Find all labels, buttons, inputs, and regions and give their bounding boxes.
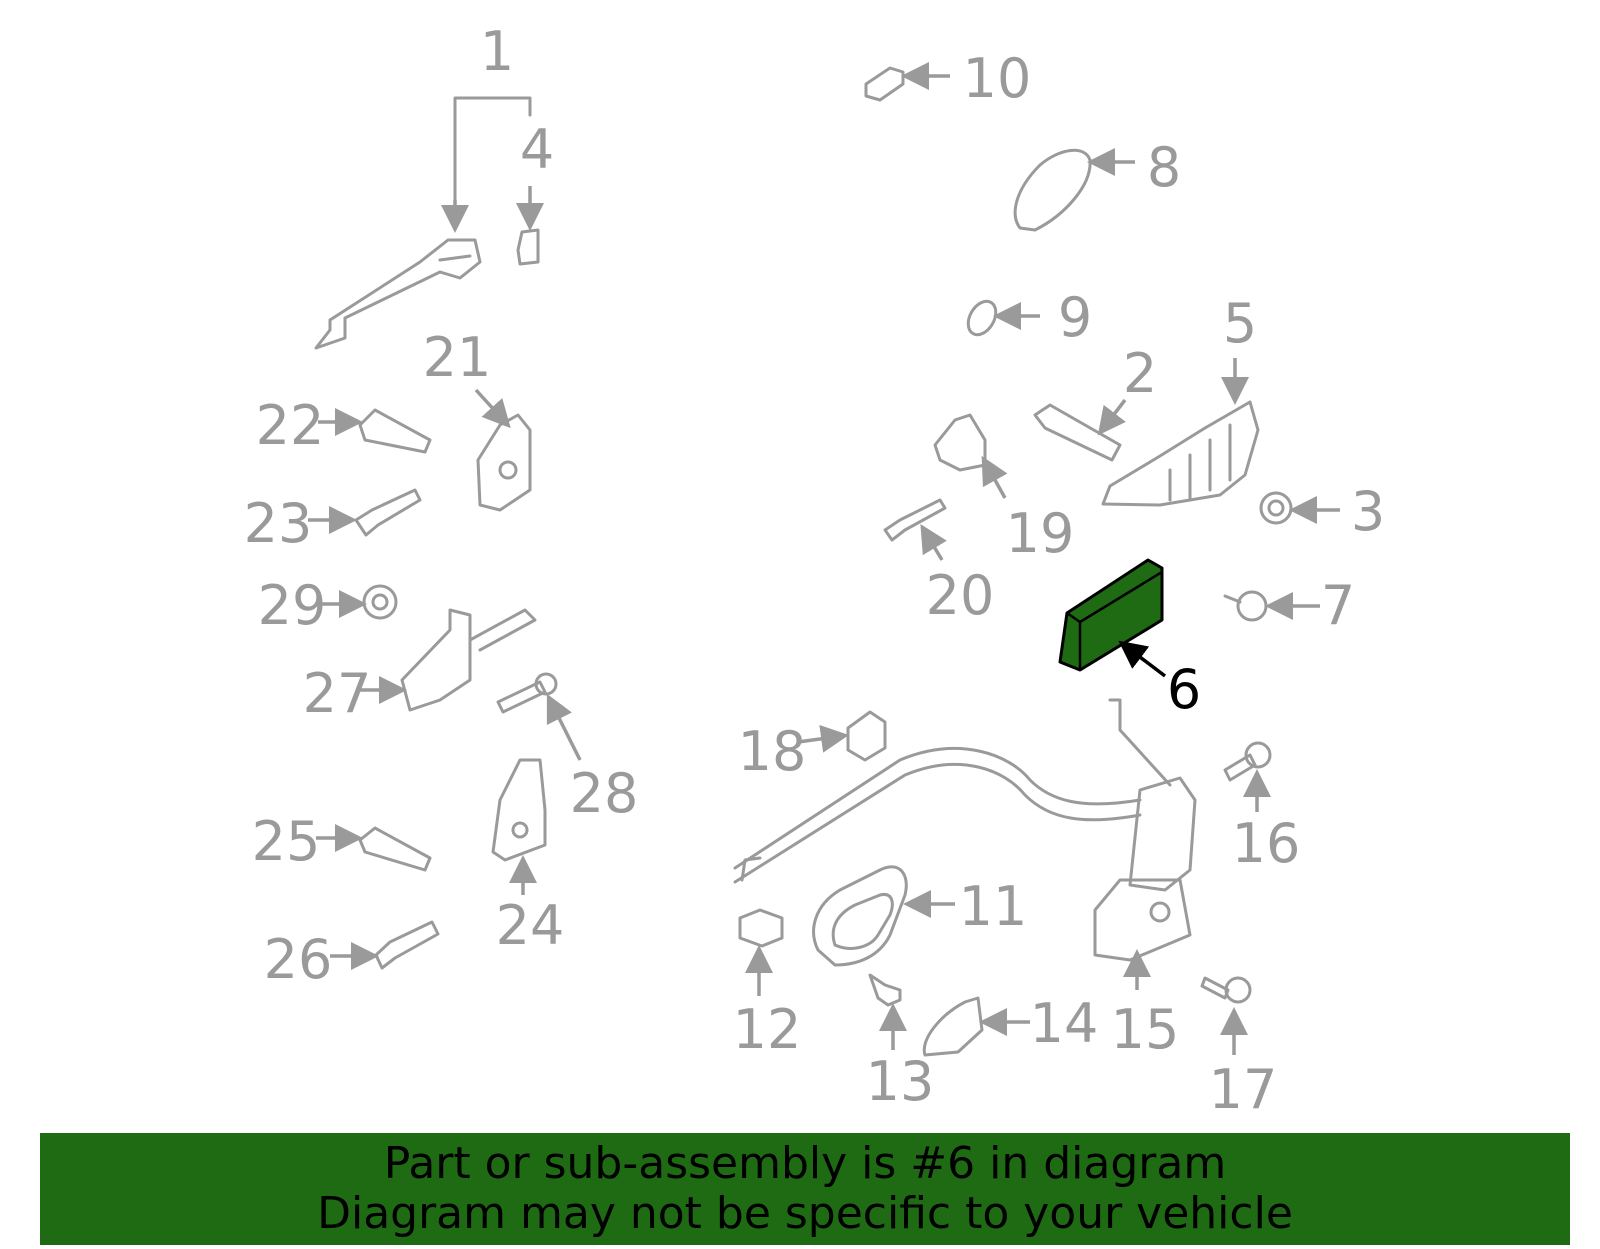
label-10: 10 bbox=[963, 47, 1032, 110]
arrow-2 bbox=[1097, 398, 1127, 436]
label-19: 19 bbox=[1006, 502, 1075, 565]
part-1-outside-handle bbox=[314, 96, 532, 350]
label-3: 3 bbox=[1351, 480, 1385, 543]
part-17-screw bbox=[1200, 976, 1252, 1004]
part-26-bolt bbox=[374, 920, 440, 970]
label-15: 15 bbox=[1111, 998, 1180, 1061]
part-7-clip bbox=[1223, 590, 1268, 622]
label-28: 28 bbox=[570, 762, 639, 825]
part-22-bolt bbox=[358, 408, 432, 454]
arrow-6 bbox=[1118, 640, 1167, 678]
part-16-screw bbox=[1223, 741, 1272, 782]
part-8-gasket bbox=[1013, 148, 1092, 232]
label-18: 18 bbox=[738, 720, 807, 783]
part-19-bracket bbox=[933, 413, 987, 472]
part-15-latch-assembly bbox=[733, 698, 1197, 962]
arrow-21 bbox=[474, 388, 511, 429]
label-13: 13 bbox=[866, 1050, 935, 1113]
label-25: 25 bbox=[252, 810, 321, 873]
label-17: 17 bbox=[1209, 1058, 1278, 1121]
part-12-cap bbox=[738, 908, 784, 948]
label-11: 11 bbox=[959, 875, 1028, 938]
banner-line-1: Part or sub-assembly is #6 in diagram bbox=[383, 1138, 1227, 1189]
arrow-19 bbox=[981, 455, 1008, 499]
arrow-18 bbox=[797, 724, 849, 753]
label-14: 14 bbox=[1030, 992, 1099, 1055]
info-banner: Part or sub-assembly is #6 in diagram Di… bbox=[40, 1133, 1570, 1245]
label-23: 23 bbox=[244, 492, 313, 555]
label-27: 27 bbox=[303, 662, 372, 725]
arrow-20 bbox=[920, 523, 947, 561]
part-11-inside-handle bbox=[812, 865, 908, 967]
label-21: 21 bbox=[423, 326, 492, 389]
label-5: 5 bbox=[1223, 292, 1257, 355]
part-14-cover bbox=[922, 996, 984, 1057]
part-18-clip bbox=[846, 710, 887, 762]
label-24: 24 bbox=[496, 894, 565, 957]
part-20-screw bbox=[883, 498, 947, 542]
part-6-highlighted bbox=[1058, 558, 1164, 672]
part-4-cap bbox=[516, 228, 540, 266]
part-2-bolt bbox=[1033, 403, 1122, 462]
label-8: 8 bbox=[1147, 136, 1181, 199]
callout-labels: 1 2 3 4 5 6 7 8 9 10 11 12 13 14 15 16 1… bbox=[244, 20, 1386, 1121]
label-20: 20 bbox=[926, 564, 995, 627]
label-26: 26 bbox=[264, 928, 333, 991]
arrow-28 bbox=[546, 693, 582, 761]
label-16: 16 bbox=[1232, 812, 1301, 875]
part-27-check-strap bbox=[400, 608, 537, 712]
label-4: 4 bbox=[520, 118, 554, 181]
label-22: 22 bbox=[256, 394, 325, 457]
banner-line-2: Diagram may not be specific to your vehi… bbox=[317, 1188, 1293, 1239]
part-23-bolt bbox=[354, 488, 422, 537]
part-29-nut bbox=[362, 584, 398, 620]
label-9: 9 bbox=[1058, 286, 1092, 349]
part-10-pad bbox=[864, 66, 905, 102]
label-7: 7 bbox=[1321, 574, 1355, 637]
part-13-screw bbox=[868, 973, 902, 1007]
part-25-bolt bbox=[358, 826, 432, 872]
label-29: 29 bbox=[258, 574, 327, 637]
part-9-ring bbox=[966, 299, 998, 337]
part-28-bolt bbox=[496, 672, 558, 714]
label-2: 2 bbox=[1123, 342, 1157, 405]
part-24-hinge bbox=[491, 758, 547, 862]
label-1: 1 bbox=[480, 20, 514, 83]
part-21-hinge bbox=[476, 413, 532, 512]
part-5-reinforcement bbox=[1101, 400, 1260, 507]
part-3-nut bbox=[1259, 491, 1293, 525]
label-12: 12 bbox=[733, 998, 802, 1061]
label-6: 6 bbox=[1167, 658, 1201, 721]
